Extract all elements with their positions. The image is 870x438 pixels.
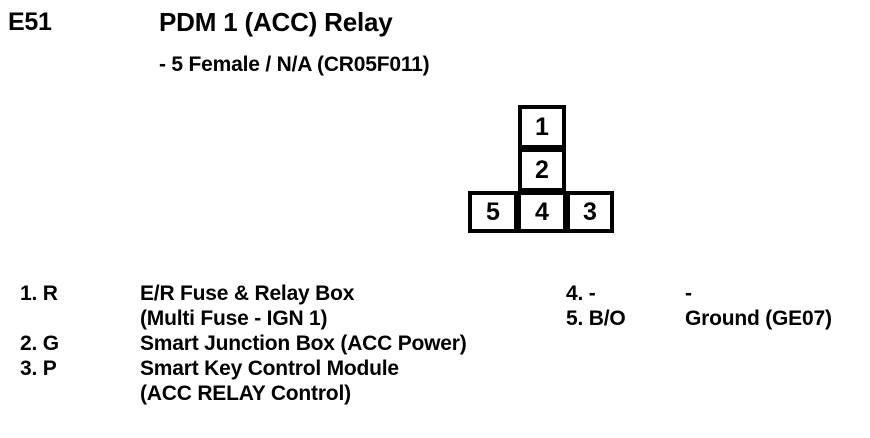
pin-desc-3-line2: (ACC RELAY Control): [140, 382, 351, 405]
pin-label-5: 5. B/O: [566, 307, 626, 330]
page-title: PDM 1 (ACC) Relay: [159, 7, 393, 37]
connector-cell-pin-3: 3: [566, 191, 614, 233]
pin-desc-4: -: [685, 282, 692, 305]
connector-code: E51: [8, 8, 52, 36]
pin-entry-5: 5. B/O Ground (GE07): [566, 306, 866, 331]
connector-cell-pin-2: 2: [518, 148, 566, 192]
connector-cell-pin-1: 1: [518, 105, 566, 149]
connector-subtitle: - 5 Female / N/A (CR05F011): [159, 53, 430, 76]
pin-desc-2: Smart Junction Box (ACC Power): [140, 332, 467, 355]
pin-desc-1: E/R Fuse & Relay Box: [140, 282, 355, 305]
pin-label-3: 3. P: [20, 357, 57, 380]
pin-list-right: 4. - - 5. B/O Ground (GE07): [566, 281, 866, 331]
pin-entry-1: 1. R E/R Fuse & Relay Box (Multi Fuse - …: [20, 281, 540, 331]
pin-entry-2: 2. G Smart Junction Box (ACC Power): [20, 331, 540, 356]
pin-desc-5: Ground (GE07): [685, 307, 832, 330]
pin-desc-3: Smart Key Control Module: [140, 357, 399, 380]
pin-list-left: 1. R E/R Fuse & Relay Box (Multi Fuse - …: [20, 281, 540, 406]
connector-cell-pin-4: 4: [517, 191, 567, 233]
pin-label-4: 4. -: [566, 282, 596, 305]
connector-cell-pin-5: 5: [468, 191, 518, 233]
pin-desc-1-line2: (Multi Fuse - IGN 1): [140, 307, 328, 330]
connector-diagram: 1 2 5 4 3: [468, 105, 614, 233]
pin-label-2: 2. G: [20, 332, 59, 355]
pin-entry-3: 3. P Smart Key Control Module (ACC RELAY…: [20, 356, 540, 406]
pin-entry-4: 4. - -: [566, 281, 866, 306]
pin-label-1: 1. R: [20, 282, 58, 305]
